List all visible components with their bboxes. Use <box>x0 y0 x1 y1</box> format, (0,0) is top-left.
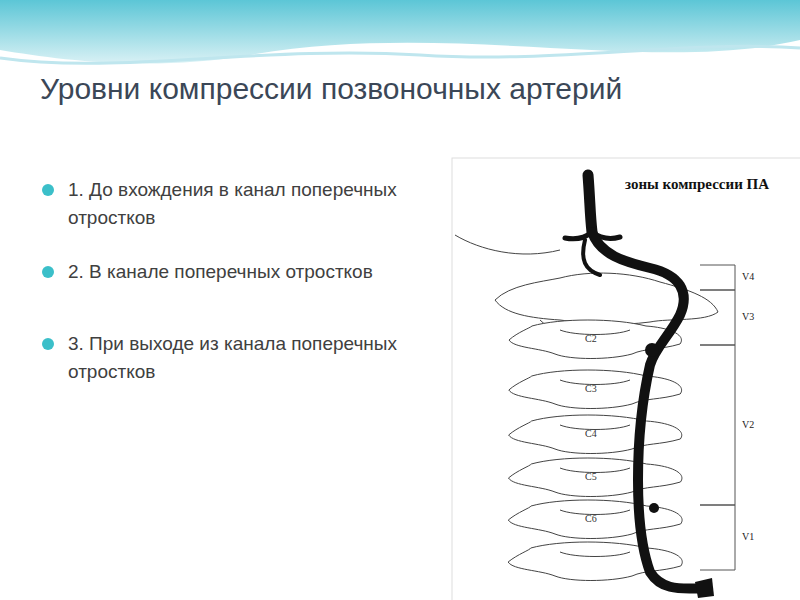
bullet-text: 1. До вхождения в канал поперечных отрос… <box>68 176 398 231</box>
skull-base <box>455 235 560 254</box>
segment-label: V4 <box>742 271 754 282</box>
bracket-v3 <box>700 290 735 345</box>
bullet-dot <box>42 266 54 278</box>
compression-point <box>645 343 659 357</box>
bracket-v1 <box>700 505 735 570</box>
vertebra <box>508 458 681 497</box>
artery-trunk <box>592 232 705 589</box>
vertebra <box>508 500 682 539</box>
basilar-artery <box>588 175 592 232</box>
vertebra <box>509 370 682 409</box>
vertebra-label: C2 <box>585 333 597 344</box>
bullet-dot <box>42 184 54 196</box>
vertebra-outline <box>509 370 682 409</box>
vertebral-artery <box>565 175 714 598</box>
vertebra-label: C6 <box>585 513 597 524</box>
wave-line <box>0 46 800 63</box>
vertebra-outline <box>508 500 682 539</box>
vertebra-label: C4 <box>585 428 597 439</box>
vertebra-label: C5 <box>585 471 597 482</box>
vertebra-outline <box>508 458 681 497</box>
vertebra-outline <box>509 415 682 454</box>
artery-left <box>583 240 600 275</box>
header-wave <box>0 0 800 64</box>
segment-label: V2 <box>742 419 754 430</box>
bullet-text: 3. При выходе из канала поперечных отрос… <box>68 330 398 385</box>
segment-label: V3 <box>742 311 754 322</box>
bracket-v2 <box>700 345 735 505</box>
vertebra-outline <box>509 320 681 359</box>
compression-point <box>649 503 659 513</box>
zone-brackets <box>700 265 735 570</box>
vertebra-label: C3 <box>585 383 597 394</box>
zone-heading: зоны компрессии ПА <box>622 176 772 193</box>
vertebra <box>509 320 681 359</box>
slide-title: Уровни компрессии позвоночных артерий <box>40 72 622 106</box>
figure-frame <box>452 158 800 600</box>
bracket-v4 <box>700 265 735 290</box>
vertebra <box>509 415 682 454</box>
segment-label: V1 <box>742 531 754 542</box>
bullet-text: 2. В канале поперечных отростков <box>68 258 398 286</box>
bullet-dot <box>42 338 54 350</box>
vertebra-body-line <box>560 552 630 557</box>
subclavian-stump <box>695 578 714 598</box>
